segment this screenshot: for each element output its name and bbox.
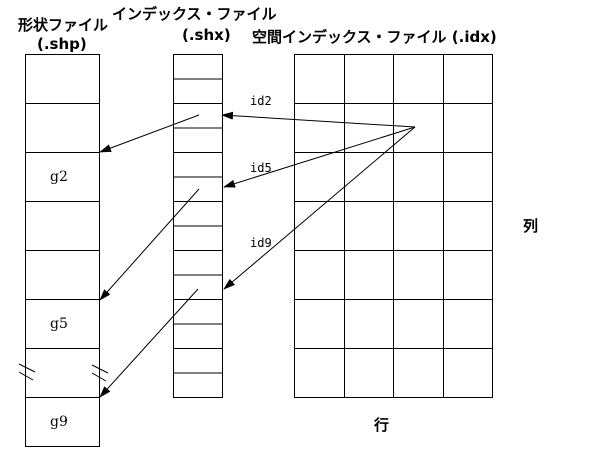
column-label: 列 <box>523 217 538 235</box>
idx-cell <box>344 299 394 349</box>
shx-record <box>173 176 223 202</box>
shx-record <box>173 348 223 374</box>
shx-file-column <box>173 54 223 398</box>
shp-extension: (.shp) <box>37 35 87 53</box>
id-label: id2 <box>250 94 272 108</box>
idx-cell <box>393 250 444 300</box>
idx-cell <box>344 348 394 398</box>
idx-cell <box>294 54 345 104</box>
arrow-idx-to-id5 <box>223 126 416 188</box>
idx-cell <box>393 54 444 104</box>
shx-record <box>173 54 223 80</box>
idx-cell <box>344 103 394 153</box>
shx-extension: (.shx) <box>182 26 231 44</box>
idx-cell <box>294 299 345 349</box>
shp-title: 形状ファイル <box>18 16 108 34</box>
idx-title: 空間インデックス・ファイル (.idx) <box>252 28 497 46</box>
shp-record <box>25 201 100 251</box>
idx-cell <box>294 152 345 202</box>
idx-cell <box>443 103 493 153</box>
shp-record <box>25 348 100 398</box>
idx-grid <box>294 54 493 398</box>
shx-record <box>173 299 223 325</box>
idx-cell <box>344 54 394 104</box>
row-label: 行 <box>373 416 389 434</box>
idx-cell <box>294 250 345 300</box>
arrow-idx-to-id9 <box>223 126 416 290</box>
shp-record-label: g9 <box>50 414 68 430</box>
arrow-id5-to-g5 <box>99 188 200 301</box>
idx-cell <box>393 152 444 202</box>
idx-cell <box>443 348 493 398</box>
idx-cell <box>294 201 345 251</box>
shp-record-label: g5 <box>50 316 68 332</box>
shx-title: インデックス・ファイル <box>112 5 277 23</box>
shx-record <box>173 250 223 276</box>
idx-cell <box>294 348 345 398</box>
idx-cell <box>443 299 493 349</box>
idx-cell <box>393 201 444 251</box>
idx-cell <box>443 152 493 202</box>
shx-record <box>173 274 223 300</box>
idx-cell <box>344 152 394 202</box>
idx-cell <box>443 201 493 251</box>
idx-cell <box>393 103 444 153</box>
shx-record <box>173 78 223 104</box>
shx-record <box>173 152 223 178</box>
arrows <box>99 111 416 398</box>
arrow-id9-to-g9 <box>99 288 199 398</box>
idx-cell <box>443 250 493 300</box>
break-marks <box>18 363 109 382</box>
shp-record <box>25 54 100 104</box>
shx-record <box>173 323 223 349</box>
arrow-idx-to-id2 <box>221 111 416 128</box>
arrow-id2-to-g2 <box>99 114 200 153</box>
idx-cell <box>344 250 394 300</box>
idx-cell <box>294 103 345 153</box>
shx-record <box>173 201 223 227</box>
shp-record <box>25 250 100 300</box>
shp-record-label: g2 <box>50 169 68 185</box>
idx-cell <box>393 348 444 398</box>
idx-cell <box>344 201 394 251</box>
shx-record <box>173 372 223 398</box>
idx-cell <box>393 299 444 349</box>
shp-file-column: g2 g5 g9 <box>25 54 100 447</box>
id-label: id5 <box>250 161 272 175</box>
shx-record <box>173 127 223 153</box>
idx-cell <box>443 54 493 104</box>
shx-record <box>173 225 223 251</box>
id-label: id9 <box>250 236 272 250</box>
shp-record <box>25 103 100 153</box>
shp-record <box>25 397 100 447</box>
